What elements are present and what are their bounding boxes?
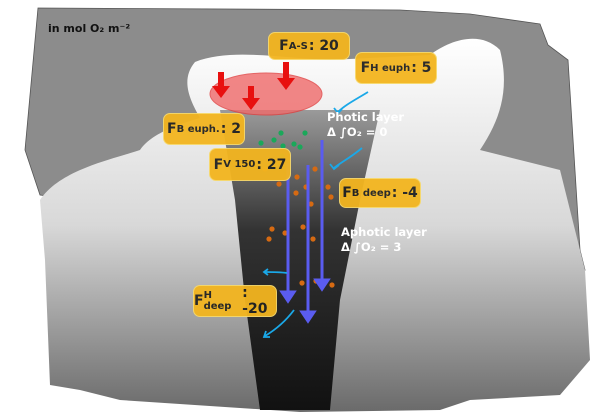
flux-value: : 20 [308,38,339,54]
air-sea-arrow [242,86,260,110]
red-arrows [212,62,295,110]
orange-particle [300,224,306,230]
flux-value: : 5 [411,60,432,76]
orange-particle [325,184,331,190]
green-particle [291,141,297,147]
orange-particle [266,236,272,242]
lateral-flux-arrows [262,91,369,338]
flux-subscript: B euph. [176,123,220,135]
air-sea-arrow [277,62,295,90]
photic-layer-title: Photic layer [327,110,405,124]
flux-symbol: F [167,121,177,137]
aphotic-layer-note: Aphotic layer Δ ∫O₂ = 3 [341,225,427,255]
green-particle [297,144,303,150]
green-particle [271,137,277,143]
orange-particle [269,226,275,232]
aphotic-layer-balance: Δ ∫O₂ = 3 [341,240,402,254]
flux-symbol: F [342,185,352,201]
orange-particle [328,194,334,200]
flux-value: : 2 [220,121,241,137]
orange-particle [276,181,282,187]
orange-particle [312,166,318,172]
flux-symbol: F [194,293,204,309]
orange-particle [282,230,288,236]
flux-value: : -4 [391,185,418,201]
photic-layer-note: Photic layer Δ ∫O₂ = 0 [327,110,404,140]
green-particle [280,143,286,149]
flux-subscript: A-S [288,40,308,52]
orange-particle [299,280,305,286]
flux-symbol: F [213,156,224,173]
flux-value: : -20 [242,285,268,317]
flux-subscript: H deep [203,290,232,312]
green-particle [258,140,264,146]
unit-label: in mol O₂ m⁻² [48,22,131,35]
flux-subscript: V 150 [223,159,256,170]
flux-symbol: F [360,60,371,76]
orange-particle [310,236,316,242]
orange-particle [329,282,335,288]
air-sea-arrow [212,72,230,98]
orange-particle [293,190,299,196]
photic-layer-balance: Δ ∫O₂ = 0 [327,125,388,139]
orange-particle [308,201,314,207]
flux-subscript: B deep [351,187,391,199]
orange-particle [294,174,300,180]
green-particle [278,130,284,136]
vertical-flux-arrows [279,140,331,324]
flux-symbol: F [279,38,289,54]
aphotic-layer-title: Aphotic layer [341,225,427,239]
green-particle [302,130,308,136]
flux-value: : 27 [256,156,287,173]
bloom-patch [209,72,323,116]
flux-subscript: H euph [370,62,411,74]
